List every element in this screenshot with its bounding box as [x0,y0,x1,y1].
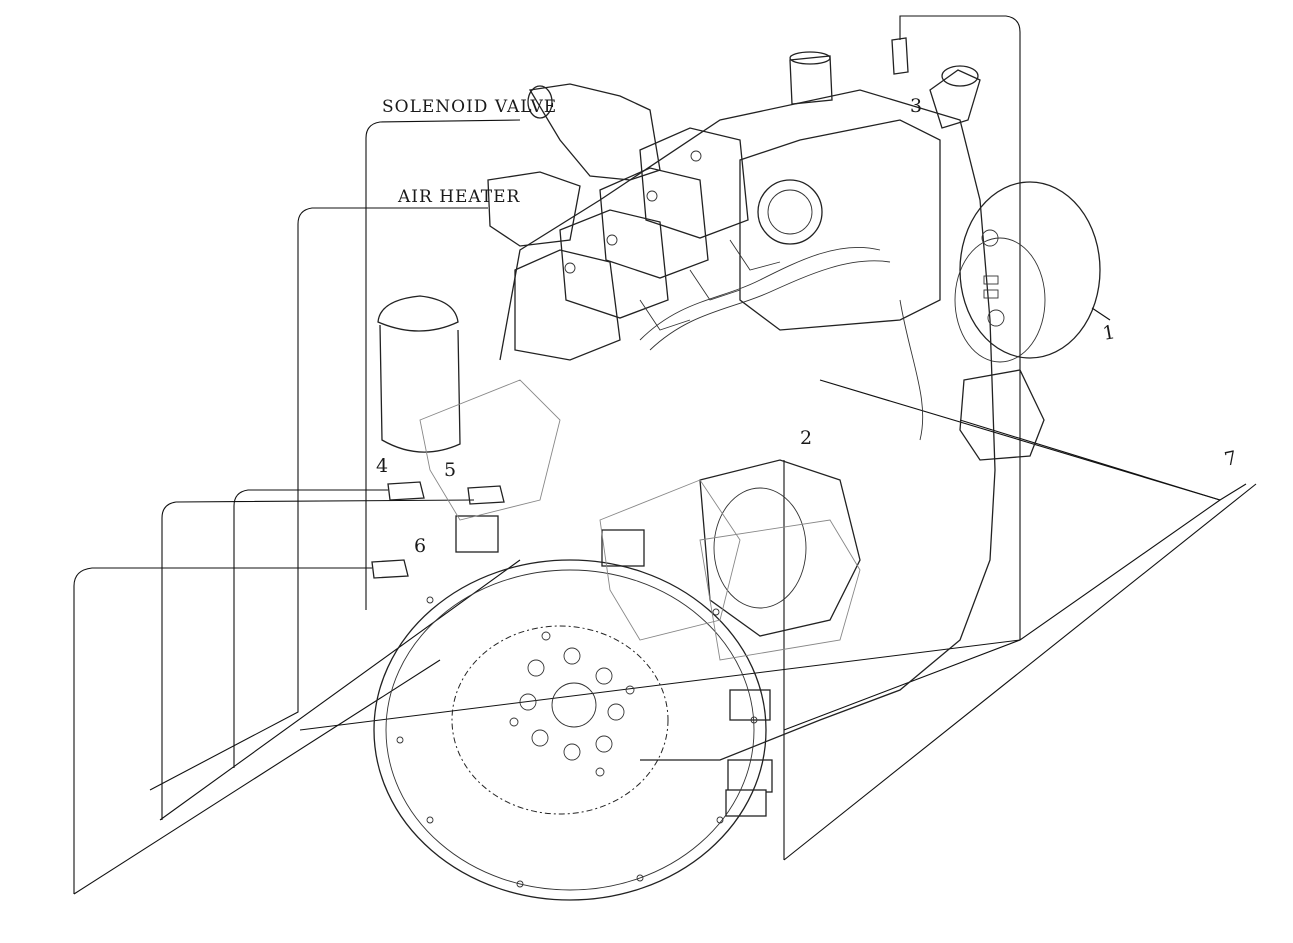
callout-7: 7 [1222,447,1238,471]
callout-4: 4 [376,455,388,477]
callout-5: 5 [444,459,456,481]
label-air-heater: AIR HEATER [397,187,521,207]
watermark-outline [419,379,861,661]
engine-body [371,37,1101,817]
label-solenoid-valve: SOLENOID VALVE [382,97,557,117]
callout-1: 1 [1101,321,1117,345]
callout-3: 3 [910,95,922,117]
callout-2: 2 [800,427,812,449]
callout-6: 6 [414,535,426,557]
flywheel-housing [373,559,767,901]
callout-labels: SOLENOID VALVE AIR HEATER 1 2 3 4 5 6 7 [376,95,1239,557]
leader-lines [73,15,1257,895]
